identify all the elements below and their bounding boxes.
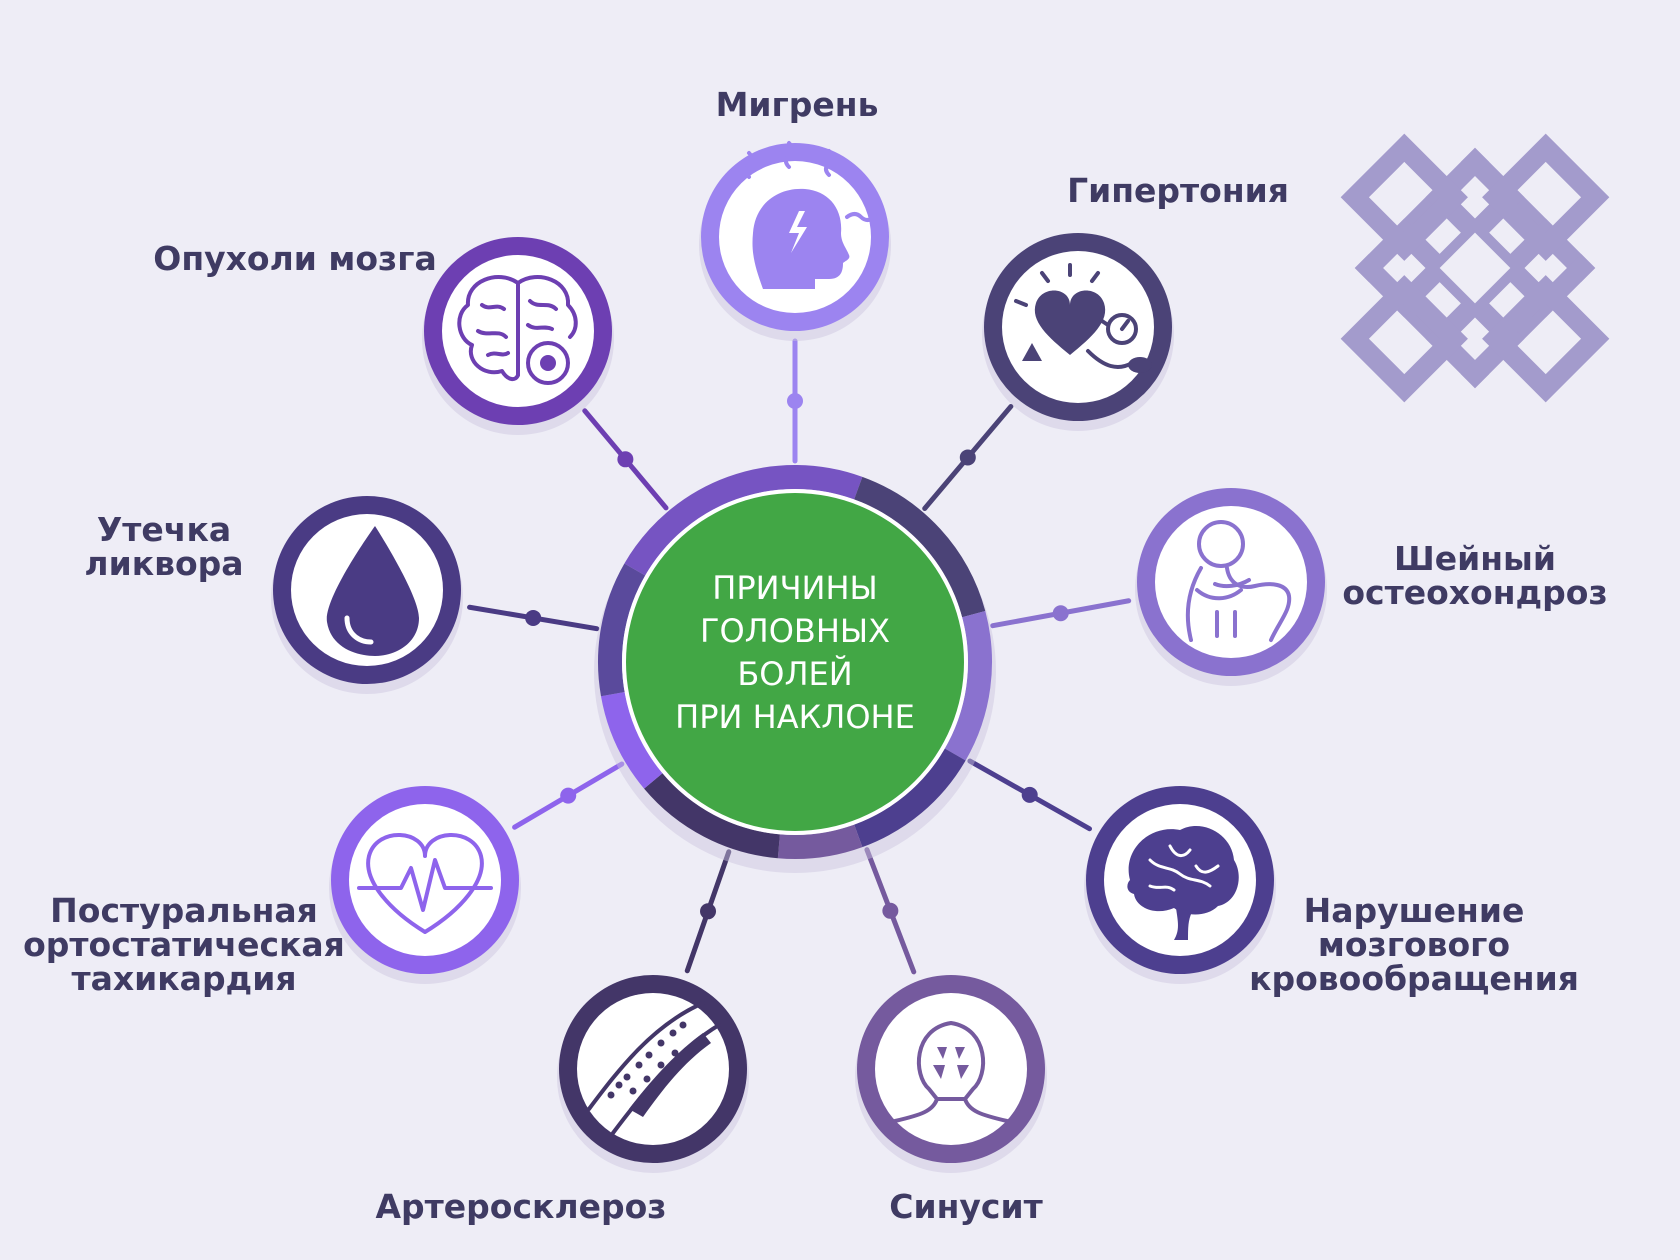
node-label-line: Нарушение — [1304, 891, 1525, 930]
node-label-line: ликвора — [84, 544, 243, 583]
node-label-line: кровообращения — [1249, 959, 1579, 998]
node-label-line: Шейный — [1394, 539, 1556, 578]
node-label-line: Опухоли мозга — [153, 239, 436, 278]
ring-segment — [598, 563, 646, 697]
center-title-line: ГОЛОВНЫХ — [700, 612, 890, 650]
ring-segment — [944, 611, 992, 761]
artery-plaque-icon — [587, 1001, 721, 1135]
connector-dot-tachycardia — [560, 787, 577, 804]
heart-blood-pressure-icon — [1014, 263, 1152, 373]
drop-icon — [326, 526, 419, 656]
connector-dot-sinusitis — [882, 902, 899, 919]
node-label-migraine: Мигрень — [716, 85, 879, 124]
node-label-brain-tumor: Опухоли мозга — [153, 239, 436, 278]
node-face — [875, 993, 1027, 1145]
node-face — [349, 804, 501, 956]
node-tachycardia — [329, 786, 521, 984]
center-title-line: БОЛЕЙ — [737, 655, 852, 693]
node-migraine — [699, 141, 891, 341]
node-label-line: тахикардия — [71, 959, 296, 998]
ring-segment — [853, 748, 966, 848]
node-atherosclerosis — [557, 975, 749, 1173]
center-circle — [626, 493, 964, 831]
node-osteochondrosis — [1135, 488, 1327, 686]
node-label-hypertension: Гипертония — [1067, 171, 1289, 210]
center-title-line: ПРИЧИНЫ — [712, 569, 877, 607]
node-label-line: Постуральная — [50, 891, 318, 930]
neck-pain-icon — [1185, 520, 1292, 642]
connector-dot-brain-tumor — [617, 451, 634, 468]
connector-dot-migraine — [787, 393, 803, 409]
ring-segment — [853, 476, 986, 618]
node-label-line: Утечка — [97, 510, 231, 549]
node-circulation — [1084, 786, 1276, 984]
connector-dot-hypertension — [959, 449, 976, 466]
ring-segment — [600, 691, 663, 789]
node-label-line: остеохондроз — [1342, 573, 1607, 612]
node-hypertension — [982, 233, 1174, 431]
endless-knot-icon — [1340, 133, 1610, 403]
brain-tumor-icon — [457, 275, 578, 385]
heart-pulse-icon — [357, 833, 493, 934]
connector-dot-atherosclerosis — [700, 903, 717, 920]
node-face — [577, 993, 729, 1145]
center-title-line: ПРИ НАКЛОНЕ — [675, 698, 915, 736]
node-label-line: Мигрень — [716, 85, 879, 124]
node-label-sinusitis: Синусит — [889, 1187, 1042, 1226]
node-label-line: Гипертония — [1067, 171, 1289, 210]
connector-dot-osteochondrosis — [1052, 605, 1069, 622]
brain-vessels-icon — [1127, 825, 1239, 940]
connector-dot-circulation — [1021, 786, 1038, 803]
node-label-atherosclerosis: Артеросклероз — [376, 1187, 667, 1226]
node-sinusitis — [855, 975, 1047, 1173]
migraine-head-icon — [744, 141, 877, 289]
center-title: ПРИЧИНЫ ГОЛОВНЫХ БОЛЕЙ ПРИ НАКЛОНЕ — [675, 569, 915, 736]
node-label-line: Синусит — [889, 1187, 1042, 1226]
node-label-line: мозгового — [1318, 925, 1510, 964]
ring-segment — [624, 465, 863, 576]
node-brain-tumor — [422, 237, 614, 435]
connector-dot-csf-leak — [525, 609, 542, 626]
ring-segment — [644, 773, 781, 859]
node-label-line: ортостатическая — [23, 925, 345, 964]
sinus-icon — [887, 1021, 1015, 1135]
node-label-line: Артеросклероз — [376, 1187, 667, 1226]
node-csf-leak — [271, 496, 463, 694]
ring-segment — [777, 824, 863, 859]
